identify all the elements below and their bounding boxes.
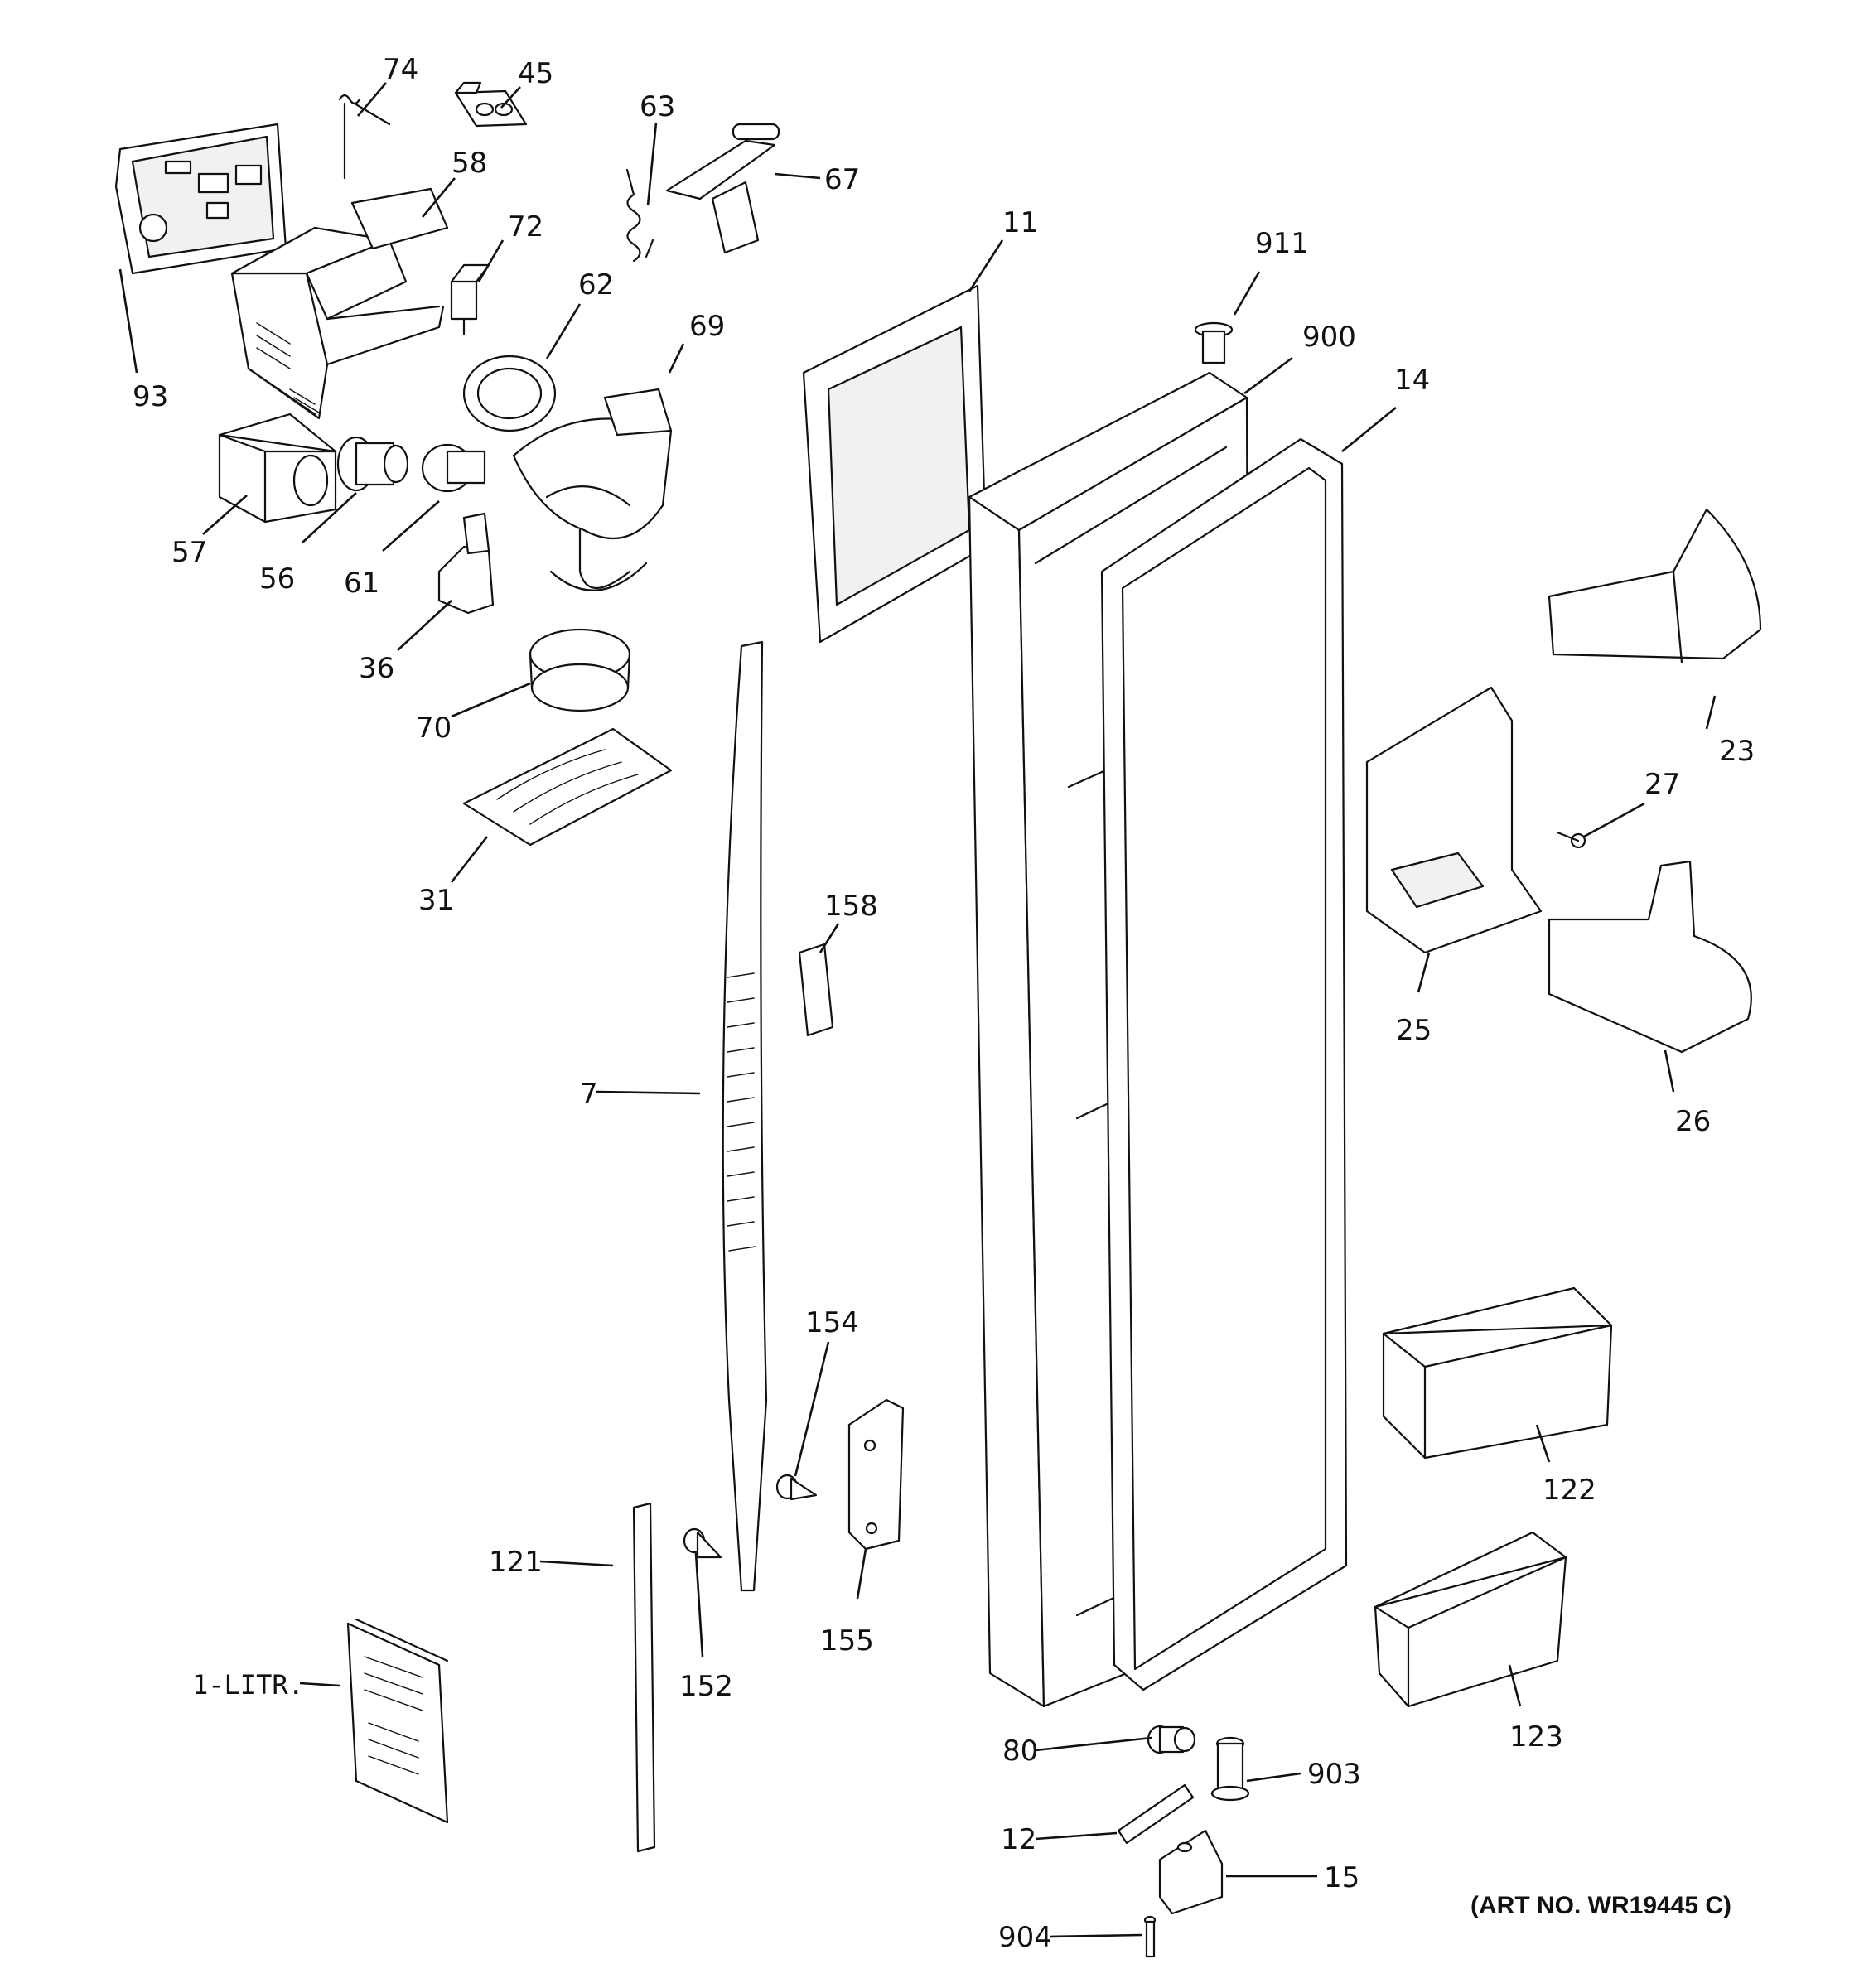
- part-67-lever: [665, 123, 780, 254]
- callout-62: 62: [578, 268, 614, 302]
- part-158-clip: [798, 943, 834, 1037]
- callout-labels: 74 45 63 67 58 72 62 69 93 57 56 61 36 7…: [133, 53, 1755, 1954]
- leader-lines: [118, 82, 1717, 1938]
- callout-12: 12: [1001, 1823, 1036, 1856]
- callout-900: 900: [1302, 321, 1356, 354]
- part-123-door-bin: [1374, 1531, 1567, 1708]
- callout-58: 58: [452, 147, 487, 180]
- part-56-coupler: [336, 436, 409, 492]
- callout-57: 57: [171, 536, 207, 569]
- part-152-screw: [683, 1527, 722, 1559]
- part-70-ring: [529, 628, 631, 712]
- callout-27: 27: [1644, 768, 1680, 801]
- callout-67: 67: [824, 163, 860, 196]
- part-61-cam: [421, 443, 486, 493]
- callout-152: 152: [679, 1670, 733, 1703]
- callout-61: 61: [344, 567, 379, 600]
- part-1-litr-literature: [346, 1618, 449, 1824]
- part-80-plug: [1147, 1725, 1196, 1754]
- callout-25: 25: [1396, 1014, 1432, 1047]
- callout-911: 911: [1255, 227, 1309, 260]
- part-93-control-board: [114, 123, 287, 275]
- part-14-gasket: [1100, 437, 1348, 1691]
- part-121-trim-strip: [632, 1502, 656, 1853]
- part-25-bin: [1365, 686, 1543, 954]
- callout-158: 158: [824, 890, 878, 923]
- part-904-screw: [1143, 1915, 1157, 1958]
- part-69-funnel: [512, 388, 673, 591]
- callout-93: 93: [133, 380, 168, 413]
- callout-80: 80: [1002, 1735, 1038, 1768]
- callout-74: 74: [383, 53, 418, 86]
- callout-14: 14: [1394, 364, 1430, 397]
- part-15-hinge: [1158, 1829, 1224, 1915]
- callout-72: 72: [508, 210, 543, 244]
- callout-69: 69: [689, 310, 725, 343]
- part-45-bracket: [454, 81, 528, 128]
- callout-904: 904: [998, 1921, 1052, 1954]
- callout-56: 56: [259, 562, 295, 596]
- callout-155: 155: [820, 1624, 874, 1657]
- part-11-dispenser-frame: [802, 284, 988, 644]
- part-36-bracket: [437, 512, 495, 615]
- part-27-screw: [1556, 831, 1586, 849]
- part-903-bushing: [1210, 1736, 1250, 1802]
- art-number: (ART NO. WR19445 C): [1470, 1892, 1731, 1919]
- part-12-shim: [1117, 1783, 1195, 1845]
- callout-11: 11: [1002, 206, 1038, 239]
- callout-26: 26: [1675, 1105, 1711, 1138]
- callout-122: 122: [1543, 1474, 1596, 1507]
- callout-1-litr: 1-LITR.: [192, 1669, 304, 1701]
- callout-70: 70: [416, 712, 452, 745]
- part-23-bin: [1548, 508, 1762, 664]
- part-155-hinge: [847, 1398, 905, 1551]
- part-63-spring: [625, 168, 654, 263]
- part-62-ring: [462, 355, 557, 432]
- part-154-screw: [775, 1474, 818, 1501]
- part-911-bushing: [1194, 321, 1234, 364]
- part-57-motor: [218, 413, 337, 524]
- callout-23: 23: [1719, 735, 1755, 768]
- callout-7: 7: [580, 1078, 598, 1111]
- part-72-switch: [450, 263, 490, 335]
- callout-36: 36: [359, 652, 394, 685]
- callout-31: 31: [418, 884, 454, 917]
- callout-903: 903: [1307, 1758, 1361, 1791]
- callout-63: 63: [640, 90, 675, 123]
- part-7-handle: [722, 640, 768, 1592]
- callout-123: 123: [1509, 1720, 1563, 1754]
- part-26-shelf: [1548, 860, 1752, 1054]
- callout-121: 121: [489, 1546, 543, 1579]
- callout-154: 154: [805, 1306, 859, 1339]
- part-122-door-bin: [1382, 1286, 1613, 1460]
- callout-45: 45: [518, 57, 553, 90]
- part-31-drip-tray: [462, 727, 673, 847]
- part-58-dispenser-housing: [230, 187, 449, 420]
- callout-15: 15: [1324, 1861, 1359, 1894]
- part-74-spring: [338, 94, 391, 180]
